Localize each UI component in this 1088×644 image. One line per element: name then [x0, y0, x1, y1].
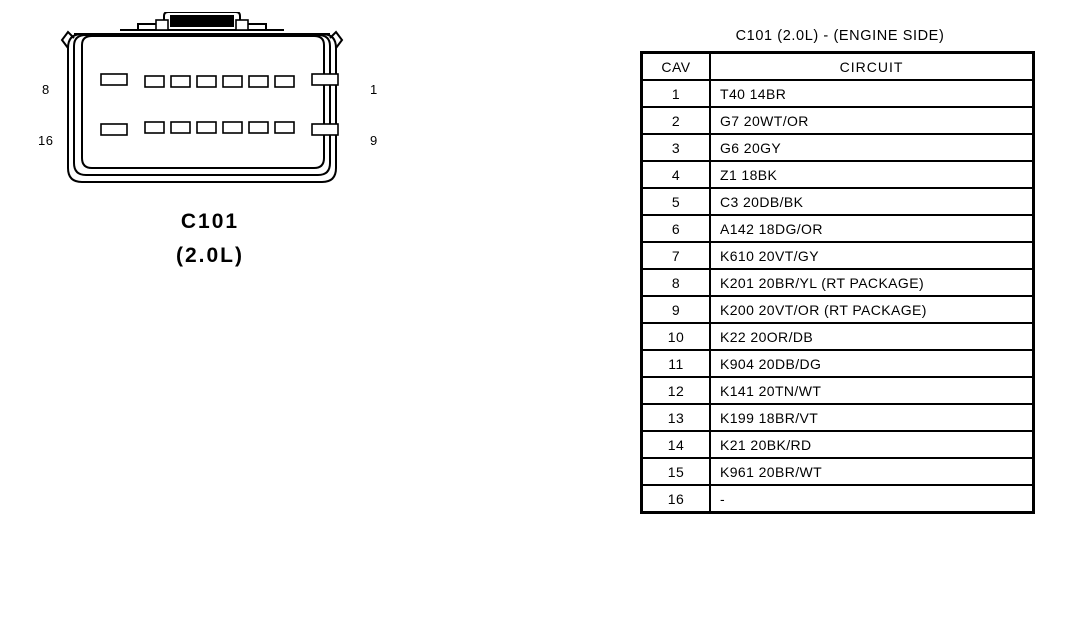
cell-cav: 5	[640, 187, 711, 216]
pinout-table-panel: C101 (2.0L) - (ENGINE SIDE) CAV CIRCUIT …	[640, 28, 1040, 514]
table-header-row: CAV CIRCUIT	[640, 51, 1035, 81]
cavity-1	[311, 73, 339, 86]
cavity-14	[170, 121, 191, 134]
cell-cav: 3	[640, 133, 711, 162]
left-keying-ear	[60, 30, 75, 49]
cavity-2	[274, 75, 295, 88]
cavity-15	[144, 121, 165, 134]
cavity-row-bottom	[100, 121, 339, 136]
cell-cav: 15	[640, 457, 711, 486]
connector-diagram	[60, 11, 360, 192]
cell-circuit: A142 18DG/OR	[709, 214, 1035, 243]
cell-cav: 1	[640, 79, 711, 108]
shell-outline-inner	[81, 35, 325, 169]
shell-outline-middle	[73, 34, 331, 176]
cell-cav: 13	[640, 403, 711, 432]
connector-caption-name: C101	[180, 210, 240, 233]
cell-cav: 16	[640, 484, 711, 514]
cell-cav: 14	[640, 430, 711, 459]
cell-cav: 7	[640, 241, 711, 270]
cavity-11	[248, 121, 269, 134]
cavity-4	[222, 75, 243, 88]
column-header-circuit: CIRCUIT	[709, 51, 1035, 81]
column-header-cav: CAV	[640, 51, 711, 81]
connector-panel: 8 16 1 9 C101 (2.0L)	[0, 0, 420, 290]
cell-circuit: K610 20VT/GY	[709, 241, 1035, 270]
cell-cav: 4	[640, 160, 711, 189]
cavity-row-top	[100, 73, 339, 88]
cell-circuit: K141 20TN/WT	[709, 376, 1035, 405]
cell-circuit: K22 20OR/DB	[709, 322, 1035, 351]
shell-outline-outer	[67, 33, 337, 183]
cell-cav: 11	[640, 349, 711, 378]
pin-number-bottom-left: 16	[38, 133, 54, 148]
cell-cav: 9	[640, 295, 711, 324]
cavity-5	[196, 75, 217, 88]
pin-number-bottom-right: 9	[370, 133, 378, 148]
cell-circuit: Z1 18BK	[709, 160, 1035, 189]
cell-circuit: K961 20BR/WT	[709, 457, 1035, 486]
connector-svg	[60, 11, 344, 183]
table-header: CAV CIRCUIT	[640, 51, 1035, 81]
latch-tab-fill	[170, 15, 234, 27]
cell-circuit: -	[709, 484, 1035, 514]
cell-cav: 12	[640, 376, 711, 405]
cell-circuit: K200 20VT/OR (RT PACKAGE)	[709, 295, 1035, 324]
right-keying-ear	[329, 30, 344, 49]
cell-circuit: K904 20DB/DG	[709, 349, 1035, 378]
connector-caption-engine: (2.0L)	[175, 244, 244, 267]
cavity-16	[100, 123, 128, 136]
cavity-3	[248, 75, 269, 88]
cell-circuit: G7 20WT/OR	[709, 106, 1035, 135]
cell-cav: 2	[640, 106, 711, 135]
table-row: 16-	[640, 484, 1035, 514]
latch-tab	[155, 11, 249, 31]
cell-circuit: G6 20GY	[709, 133, 1035, 162]
pin-number-top-left: 8	[42, 82, 50, 97]
cavity-8	[100, 73, 128, 86]
cavity-7	[144, 75, 165, 88]
cavity-12	[222, 121, 243, 134]
cell-circuit: K21 20BK/RD	[709, 430, 1035, 459]
cell-circuit: K201 20BR/YL (RT PACKAGE)	[709, 268, 1035, 297]
cell-circuit: K199 18BR/VT	[709, 403, 1035, 432]
cell-circuit: C3 20DB/BK	[709, 187, 1035, 216]
cell-circuit: T40 14BR	[709, 79, 1035, 108]
latch-shoulder-left	[155, 19, 169, 31]
latch-shoulder-right	[235, 19, 249, 31]
cell-cav: 10	[640, 322, 711, 351]
cavity-6	[170, 75, 191, 88]
table-title: C101 (2.0L) - (ENGINE SIDE)	[735, 28, 945, 44]
cavity-13	[196, 121, 217, 134]
cell-cav: 8	[640, 268, 711, 297]
connector-caption: C101 (2.0L)	[0, 205, 420, 273]
cavity-9	[311, 123, 339, 136]
cell-cav: 6	[640, 214, 711, 243]
cavity-10	[274, 121, 295, 134]
pin-number-top-right: 1	[370, 82, 378, 97]
